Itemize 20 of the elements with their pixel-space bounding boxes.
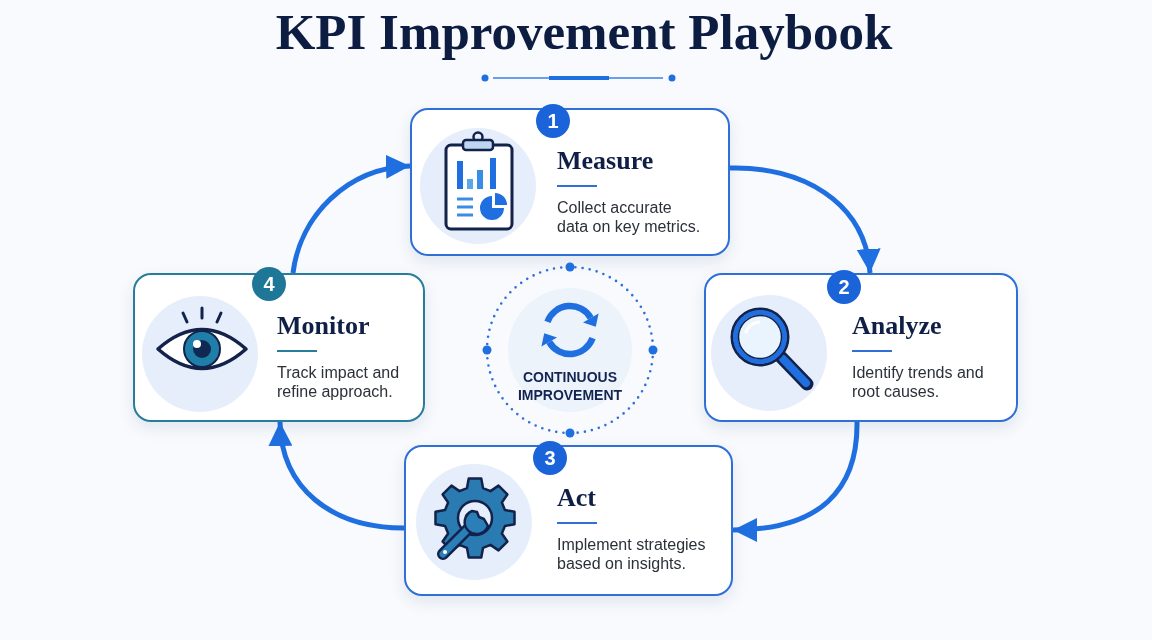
step-description: Track impact and refine approach. xyxy=(277,363,401,401)
hub-label: CONTINUOUS IMPROVEMENT xyxy=(516,368,624,404)
cycle-arrow xyxy=(269,421,405,531)
step-description: Implement strategies based on insights. xyxy=(557,535,707,573)
step-number: 3 xyxy=(533,441,567,475)
step-description: Identify trends and root causes. xyxy=(852,363,985,401)
step-description: Collect accurate data on key metrics. xyxy=(557,198,702,236)
cycle-arrow xyxy=(290,156,411,274)
cycle-arrow xyxy=(729,165,879,274)
step-card xyxy=(704,273,1018,422)
step-number: 1 xyxy=(536,104,570,138)
step-number: 4 xyxy=(252,267,286,301)
step-title: Measure xyxy=(557,146,654,176)
cycle-hub xyxy=(482,262,658,438)
step-title: Analyze xyxy=(852,311,942,341)
cycle-arrow xyxy=(732,421,860,542)
step-number: 2 xyxy=(827,270,861,304)
step-title: Act xyxy=(557,483,596,513)
title: KPI Improvement Playbook xyxy=(275,4,893,60)
step-title: Monitor xyxy=(277,311,370,341)
